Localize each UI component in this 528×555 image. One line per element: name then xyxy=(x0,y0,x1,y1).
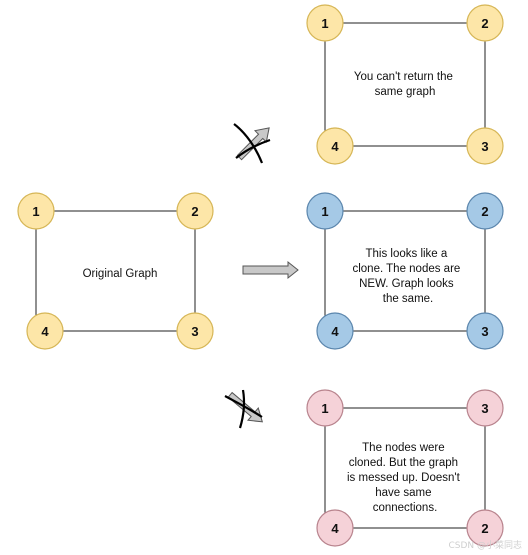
node-4: 4 xyxy=(316,312,354,350)
wrong-connections-caption: The nodes were cloned. But the graph is … xyxy=(347,442,463,514)
node-4: 4 xyxy=(26,312,64,350)
node-3: 3 xyxy=(466,127,504,165)
node-4: 4 xyxy=(316,127,354,165)
node-1: 1 xyxy=(306,389,344,427)
node-1: 1 xyxy=(306,4,344,42)
cross-mark-stroke xyxy=(235,138,271,159)
svg-text:3: 3 xyxy=(481,401,488,416)
svg-text:2: 2 xyxy=(481,16,488,31)
svg-text:1: 1 xyxy=(321,16,328,31)
node-2: 2 xyxy=(176,192,214,230)
svg-text:4: 4 xyxy=(331,521,339,536)
svg-text:3: 3 xyxy=(481,139,488,154)
node-1: 1 xyxy=(306,192,344,230)
svg-text:3: 3 xyxy=(191,324,198,339)
wrong-connections-example: The nodes were cloned. But the graph is … xyxy=(306,389,504,547)
original-graph: Original Graph 1 2 3 4 xyxy=(17,192,214,350)
svg-text:1: 1 xyxy=(321,204,328,219)
node-3: 3 xyxy=(466,312,504,350)
node-3: 3 xyxy=(466,389,504,427)
node-2: 2 xyxy=(466,509,504,547)
svg-text:4: 4 xyxy=(331,139,339,154)
valid-clone-caption: This looks like a clone. The nodes are N… xyxy=(352,248,463,305)
node-2: 2 xyxy=(466,4,504,42)
svg-text:3: 3 xyxy=(481,324,488,339)
svg-text:2: 2 xyxy=(481,204,488,219)
cross-mark-icon-2 xyxy=(224,395,263,418)
node-3: 3 xyxy=(176,312,214,350)
svg-text:2: 2 xyxy=(481,521,488,536)
svg-text:2: 2 xyxy=(191,204,198,219)
same-graph-example: You can't return the same graph 1 2 3 4 xyxy=(306,4,504,165)
node-1: 1 xyxy=(17,192,55,230)
same-graph-caption: You can't return the same graph xyxy=(354,71,456,98)
right-arrow-icon xyxy=(242,260,299,280)
crossed-arrow-up xyxy=(233,123,271,164)
svg-text:1: 1 xyxy=(321,401,328,416)
cross-mark-icon xyxy=(233,123,264,164)
valid-clone-example: This looks like a clone. The nodes are N… xyxy=(306,192,504,350)
crossed-arrow-down xyxy=(224,389,264,429)
watermark: CSDN @小菜同志 xyxy=(448,539,522,551)
svg-text:4: 4 xyxy=(41,324,49,339)
svg-text:1: 1 xyxy=(32,204,39,219)
svg-text:4: 4 xyxy=(331,324,339,339)
original-graph-caption: Original Graph xyxy=(83,268,158,280)
cross-mark-stroke-2 xyxy=(238,389,246,429)
node-2: 2 xyxy=(466,192,504,230)
node-4: 4 xyxy=(316,509,354,547)
